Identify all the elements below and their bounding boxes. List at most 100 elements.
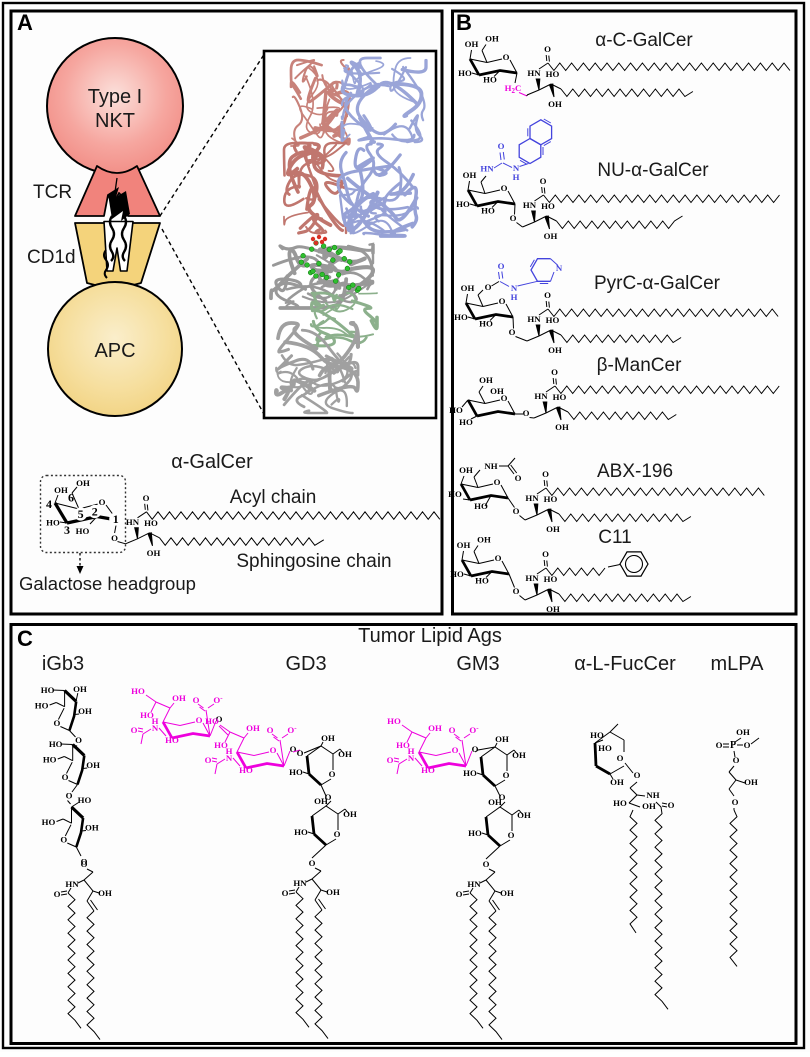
svg-text:OH: OH — [548, 345, 562, 355]
svg-text:OH: OH — [517, 810, 531, 820]
svg-text:OH: OH — [485, 34, 499, 44]
svg-text:OH: OH — [465, 39, 479, 49]
svg-text:O: O — [290, 744, 297, 754]
svg-text:O: O — [456, 889, 463, 899]
svg-text:H2C: H2C — [505, 83, 522, 95]
svg-text:N: N — [408, 753, 415, 763]
svg-text:OH: OH — [86, 760, 100, 770]
svg-text:HO: HO — [41, 685, 55, 695]
svg-text:OH: OH — [459, 465, 473, 475]
svg-text:HO: HO — [449, 405, 463, 415]
svg-text:OH: OH — [642, 801, 656, 811]
svg-text:O: O — [111, 533, 118, 543]
svg-text:Galactose headgroup: Galactose headgroup — [19, 573, 196, 594]
svg-text:H: H — [511, 292, 518, 302]
svg-text:HO: HO — [598, 743, 612, 753]
svg-text:GD3: GD3 — [285, 653, 326, 675]
svg-text:OH: OH — [488, 797, 502, 807]
svg-text:OH: OH — [500, 888, 514, 898]
svg-text:C: C — [17, 626, 33, 651]
svg-text:O: O — [485, 282, 492, 292]
svg-text:α-GalCer: α-GalCer — [171, 451, 253, 473]
svg-text:Type I: Type I — [88, 86, 142, 108]
svg-text:O: O — [99, 497, 106, 507]
svg-text:HO: HO — [463, 768, 477, 778]
svg-text:Acyl chain: Acyl chain — [230, 487, 317, 508]
svg-text:HN: HN — [527, 68, 541, 78]
svg-text:OH: OH — [457, 540, 471, 550]
svg-text:NKT: NKT — [95, 110, 135, 132]
svg-text:HO: HO — [78, 795, 92, 805]
svg-text:O: O — [515, 473, 522, 483]
svg-text:O: O — [334, 829, 341, 839]
svg-text:O: O — [387, 755, 394, 765]
svg-text:O: O — [143, 493, 150, 503]
svg-text:O: O — [551, 367, 558, 377]
svg-text:C11: C11 — [598, 527, 631, 548]
svg-text:N: N — [511, 283, 518, 293]
svg-text:O: O — [309, 858, 316, 868]
svg-text:3: 3 — [64, 523, 70, 537]
svg-text:H: H — [152, 716, 159, 726]
svg-text:HO: HO — [468, 828, 482, 838]
svg-text:HN: HN — [126, 517, 140, 527]
svg-text:HO: HO — [421, 765, 435, 775]
svg-text:2: 2 — [92, 505, 98, 519]
svg-text:α-L-FucCer: α-L-FucCer — [574, 653, 676, 675]
svg-text:HO: HO — [483, 75, 497, 85]
svg-text:O: O — [329, 769, 336, 779]
svg-text:N: N — [152, 723, 159, 733]
svg-text:HO: HO — [590, 730, 604, 740]
svg-text:O: O — [509, 327, 516, 337]
svg-text:OH: OH — [463, 170, 477, 180]
svg-text:OH: OH — [610, 777, 624, 787]
svg-text:HN: HN — [525, 493, 539, 503]
svg-text:HO: HO — [459, 417, 473, 427]
svg-text:HO: HO — [46, 518, 60, 528]
svg-text:HN: HN — [293, 878, 307, 888]
svg-text:O: O — [494, 477, 501, 487]
svg-text:OH: OH — [546, 524, 560, 534]
svg-text:HO: HO — [456, 199, 470, 209]
svg-text:N: N — [556, 263, 563, 273]
svg-text:HO: HO — [289, 767, 303, 777]
svg-text:NH: NH — [646, 790, 659, 800]
svg-text:NU-α-GalCer: NU-α-GalCer — [597, 160, 709, 181]
svg-text:OH: OH — [555, 422, 569, 432]
svg-text:HO: HO — [49, 739, 63, 749]
svg-text:HN: HN — [480, 164, 494, 174]
svg-text:O: O — [270, 745, 277, 755]
svg-text:OH: OH — [546, 604, 560, 614]
svg-text:O: O — [495, 553, 502, 563]
svg-text:O: O — [60, 835, 67, 845]
svg-text:OH: OH — [73, 684, 87, 694]
svg-text:HO: HO — [35, 701, 49, 711]
svg-text:ABX-196: ABX-196 — [597, 461, 673, 482]
svg-text:O: O — [81, 857, 88, 867]
svg-text:4: 4 — [46, 497, 52, 511]
svg-text:OH: OH — [172, 693, 186, 703]
svg-text:O: O — [617, 753, 624, 763]
svg-text:OH: OH — [512, 750, 526, 760]
svg-text:HO: HO — [144, 518, 158, 528]
svg-text:1: 1 — [113, 512, 119, 526]
svg-text:O-: O- — [287, 724, 297, 735]
svg-text:CD1d: CD1d — [27, 247, 76, 268]
svg-text:HN: HN — [523, 200, 537, 210]
svg-text:O: O — [297, 748, 304, 758]
svg-text:HO: HO — [454, 312, 468, 322]
svg-text:β-ManCer: β-ManCer — [597, 355, 683, 376]
svg-text:HO: HO — [42, 817, 56, 827]
svg-text:O: O — [544, 44, 551, 54]
svg-text:O: O — [196, 715, 203, 725]
svg-text:HN: HN — [534, 391, 548, 401]
svg-text:O: O — [542, 549, 549, 559]
svg-text:HO: HO — [544, 494, 558, 504]
svg-text:O: O — [216, 714, 223, 724]
svg-text:HO: HO — [396, 740, 410, 750]
svg-text:OH: OH — [343, 809, 357, 819]
svg-text:HO: HO — [544, 574, 558, 584]
svg-text:HO: HO — [546, 69, 560, 79]
svg-text:O: O — [193, 695, 200, 705]
svg-text:HO: HO — [546, 315, 560, 325]
